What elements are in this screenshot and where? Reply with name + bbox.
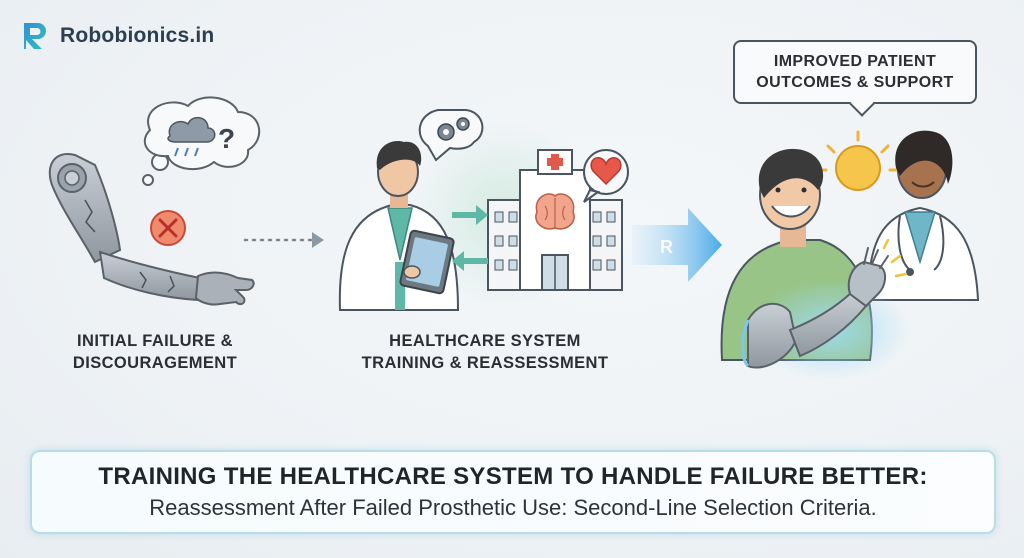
dotted-arrow-icon [243, 232, 324, 248]
question-mark-icon: ? [218, 123, 235, 154]
robobionics-logo-icon [24, 23, 46, 49]
illustration-scene: ? [48, 96, 980, 380]
heart-speech-bubble-icon [583, 149, 629, 203]
hospital-building-icon [487, 149, 623, 291]
glowing-prosthetic-arm-icon [741, 238, 910, 380]
title-banner: TRAINING THE HEALTHCARE SYSTEM TO HANDLE… [30, 450, 996, 534]
banner-subtitle: Reassessment After Failed Prosthetic Use… [149, 495, 877, 520]
arrow-badge-letter: R [660, 237, 673, 257]
gears-speech-bubble-icon [418, 109, 484, 162]
brand-logo[interactable]: Robobionics.in [20, 20, 214, 52]
transition-arrow-icon: R [632, 208, 722, 282]
doctor-with-tablet-icon [338, 141, 460, 311]
brand-name: Robobionics.in [60, 24, 215, 47]
sun-icon [816, 130, 900, 191]
outcome-callout: IMPROVED PATIENT OUTCOMES & SUPPORT [733, 40, 977, 104]
thought-bubble-icon: ? [142, 96, 261, 186]
flow-arrows-icon [452, 205, 488, 271]
failure-x-icon [150, 210, 186, 246]
banner-title: TRAINING THE HEALTHCARE SYSTEM TO HANDLE… [98, 463, 928, 490]
failed-prosthetic-arm-icon [48, 153, 255, 306]
stage-label-failure: INITIAL FAILURE & DISCOURAGEMENT [72, 332, 238, 372]
stage-label-training: HEALTHCARE SYSTEM TRAINING & REASSESSMEN… [361, 332, 609, 372]
rain-cloud-icon [167, 116, 216, 143]
